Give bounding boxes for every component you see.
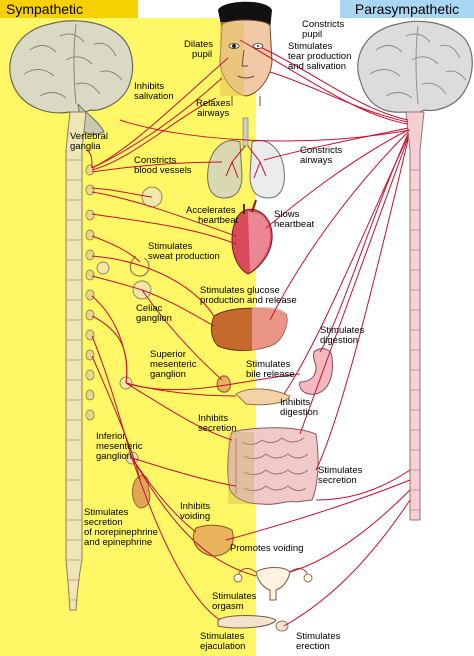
label-relaxes-airways: Relaxes airways	[196, 98, 231, 119]
gallbladder	[216, 375, 231, 393]
intestines	[227, 427, 319, 505]
label-stimulates-orgasm: Stimulates orgasm	[212, 591, 257, 612]
label-stimulates-ejaculation: Stimulates ejaculation	[200, 631, 246, 652]
lungs	[207, 117, 285, 199]
parasympathetic-brain	[357, 20, 473, 115]
label-promotes-voiding: Promotes voiding	[230, 543, 304, 554]
label-stimulates-sweat: Stimulates sweat production	[148, 241, 220, 262]
male-reproductive-organs	[217, 615, 289, 632]
label-constricts-blood-vessels: Constricts blood vessels	[134, 155, 192, 176]
label-stimulates-bile: Stimulates bile release	[246, 359, 295, 380]
label-stimulates-norepinephrine: Stimulates secretion of norepinephrine a…	[84, 507, 158, 548]
female-reproductive-organs	[233, 567, 313, 601]
sympathetic-nerve-fibers	[85, 57, 301, 621]
parasympathetic-header-bar	[340, 0, 474, 18]
label-dilates-pupil: Dilates pupil	[184, 39, 214, 60]
head-face	[218, 1, 273, 106]
parasympathetic-header: Parasympathetic	[354, 1, 460, 17]
vertebral-ganglia-chain	[85, 164, 95, 421]
label-inhibits-salivation: Inhibits salivation	[134, 81, 174, 102]
sympathetic-header: Sympathetic	[6, 1, 84, 17]
label-constricts-airways: Constricts airways	[300, 145, 343, 166]
label-vertebral-ganglia: Vertebral ganglia	[70, 131, 109, 152]
heart	[231, 199, 273, 275]
label-constricts-pupil: Constricts pupil	[302, 19, 345, 40]
label-inhibits-voiding: Inhibits voiding	[180, 501, 211, 522]
label-stimulates-glucose: Stimulates glucose production and releas…	[200, 285, 297, 306]
label-slows-heartbeat: Slows heartbeat	[274, 209, 315, 230]
label-inhibits-digestion: Inhibits digestion	[280, 397, 319, 418]
label-celiac-ganglion: Celiac ganglion	[136, 303, 172, 324]
label-accelerates-heartbeat: Accelerates heartbeat	[186, 205, 239, 226]
label-superior-mesenteric: Superior mesenteric ganglion	[150, 349, 197, 380]
liver	[210, 307, 288, 351]
label-stimulates-digestion: Stimulates digestion	[320, 325, 365, 346]
parasympathetic-nerve-fibers	[119, 39, 411, 627]
label-inferior-mesenteric: Inferior mesenteric ganglion	[96, 431, 143, 462]
sympathetic-spinal-cord	[65, 111, 87, 611]
label-stimulates-tear: Stimulates tear production and salivatio…	[288, 41, 352, 72]
sympathetic-header-bar	[0, 0, 138, 18]
parasympathetic-spinal-cord	[405, 111, 425, 521]
label-stimulates-secretion: Stimulates secretion	[318, 465, 363, 486]
pancreas	[235, 388, 291, 406]
label-inhibits-secretion: Inhibits secretion	[198, 413, 237, 434]
label-stimulates-erection: Stimulates erection	[296, 631, 341, 652]
stomach	[299, 348, 333, 395]
adrenal-gland-kidney	[132, 475, 151, 509]
